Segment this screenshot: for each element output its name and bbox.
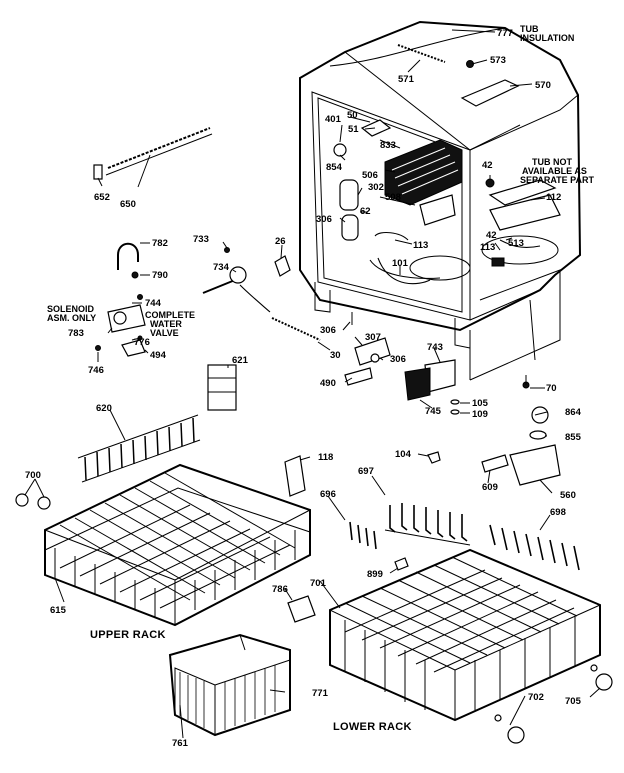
label-777: 777 — [497, 28, 513, 39]
leader-lines — [24, 29, 601, 739]
tub-assembly — [299, 20, 582, 381]
label-104: 104 — [395, 449, 412, 460]
upper-rack — [44, 463, 311, 627]
label-571: 571 — [398, 74, 415, 85]
label-701: 701 — [310, 578, 327, 589]
label-899: 899 — [367, 569, 383, 580]
lower-rack — [287, 503, 613, 744]
label-306-mid: 306 — [320, 325, 336, 336]
label-complete-2: WATER — [150, 319, 182, 329]
label-tub-insulation-1: TUB — [520, 24, 539, 34]
label-112: 112 — [546, 192, 561, 203]
label-570: 570 — [535, 80, 551, 91]
label-302: 302 — [368, 182, 384, 193]
label-776: 776 — [134, 337, 150, 348]
label-734: 734 — [213, 262, 230, 273]
left-parts — [15, 127, 561, 510]
label-743: 743 — [427, 342, 443, 353]
label-118: 118 — [318, 452, 333, 463]
label-698: 698 — [550, 507, 566, 518]
label-70: 70 — [546, 383, 557, 394]
label-upper-rack: UPPER RACK — [90, 629, 166, 641]
label-tub-insulation-2: INSULATION — [520, 33, 574, 43]
label-42-upper: 42 — [482, 160, 493, 171]
label-51: 51 — [348, 124, 359, 135]
label-506: 506 — [362, 170, 378, 181]
label-solenoid-1: SOLENOID — [47, 304, 95, 314]
label-401: 401 — [325, 114, 342, 125]
label-50: 50 — [347, 110, 358, 121]
label-complete-1: COMPLETE — [145, 310, 195, 320]
callout-labels: 777 TUB INSULATION 573 571 570 50 51 401… — [25, 24, 595, 749]
label-744: 744 — [145, 298, 162, 309]
label-746: 746 — [88, 365, 104, 376]
label-solenoid-2: ASM. ONLY — [47, 313, 96, 323]
label-tub-not-1: TUB NOT — [532, 157, 572, 167]
label-620: 620 — [96, 403, 112, 414]
label-490: 490 — [320, 378, 336, 389]
label-306-upper: 306 — [316, 214, 332, 225]
label-855: 855 — [565, 432, 582, 443]
label-306-lower: 306 — [390, 354, 406, 365]
label-650: 650 — [120, 199, 136, 210]
label-26: 26 — [275, 236, 286, 247]
label-62: 62 — [360, 206, 371, 217]
label-771: 771 — [312, 688, 329, 699]
label-tub-not-3: SEPARATE PART — [520, 175, 595, 185]
label-833: 833 — [380, 140, 396, 151]
label-697: 697 — [358, 466, 374, 477]
label-790: 790 — [152, 270, 168, 281]
label-105: 105 — [472, 398, 489, 409]
label-745: 745 — [425, 406, 442, 417]
label-733: 733 — [193, 234, 209, 245]
label-113-b: 113 — [480, 242, 495, 253]
label-782: 782 — [152, 238, 168, 249]
label-702: 702 — [528, 692, 544, 703]
label-783: 783 — [68, 328, 84, 339]
label-621: 621 — [232, 355, 249, 366]
label-705: 705 — [565, 696, 582, 707]
label-42-lower: 42 — [486, 230, 497, 241]
label-109: 109 — [472, 409, 488, 420]
label-615: 615 — [50, 605, 67, 616]
label-tub-not-2: AVAILABLE AS — [522, 166, 587, 176]
label-573: 573 — [490, 55, 506, 66]
label-560: 560 — [560, 490, 576, 501]
label-700: 700 — [25, 470, 41, 481]
label-609: 609 — [482, 482, 498, 493]
label-complete-3: VALVE — [150, 328, 179, 338]
label-494: 494 — [150, 350, 167, 361]
label-513: 513 — [508, 238, 524, 249]
label-101: 101 — [392, 258, 409, 269]
label-696: 696 — [320, 489, 336, 500]
label-761: 761 — [172, 738, 189, 749]
label-864: 864 — [565, 407, 582, 418]
label-30: 30 — [330, 350, 341, 361]
label-786: 786 — [272, 584, 288, 595]
label-854: 854 — [326, 162, 343, 173]
label-lower-rack: LOWER RACK — [333, 721, 412, 733]
label-307: 307 — [365, 332, 381, 343]
label-508: 508 — [385, 192, 401, 203]
silverware-basket — [168, 633, 291, 737]
label-113-a: 113 — [413, 240, 428, 251]
label-652: 652 — [94, 192, 110, 203]
